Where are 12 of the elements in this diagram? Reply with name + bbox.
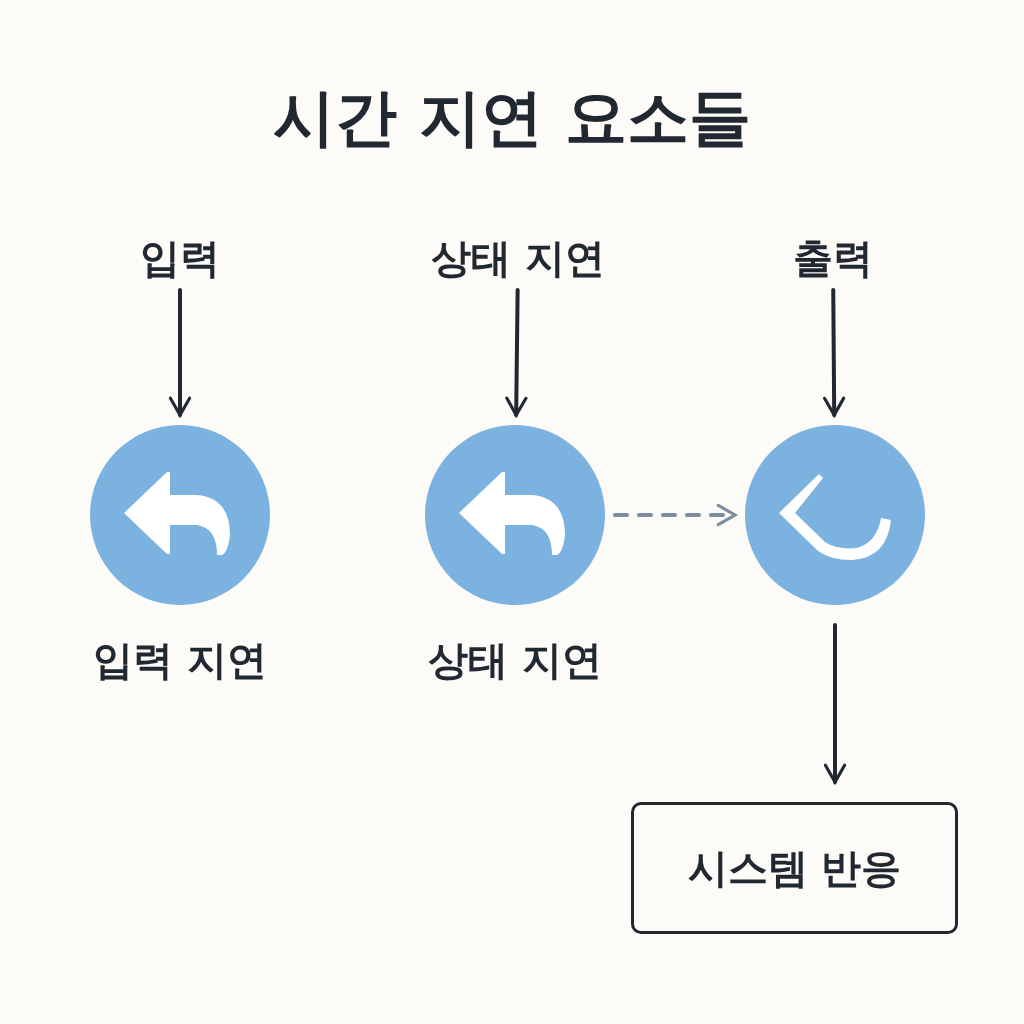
node-label: 상태 지연 bbox=[428, 638, 602, 682]
state-delay-label: 상태 지연 bbox=[431, 236, 605, 280]
response-box: 시스템 반응 bbox=[631, 802, 958, 934]
arrow bbox=[613, 503, 737, 527]
arrow bbox=[168, 288, 192, 417]
title: 시간 지연 요소들 bbox=[273, 83, 751, 153]
node-label: 입력 지연 bbox=[93, 638, 267, 682]
output-label: 출력 bbox=[793, 236, 873, 280]
arrow bbox=[505, 288, 528, 417]
input-label: 입력 bbox=[140, 236, 220, 280]
arrow bbox=[823, 623, 847, 784]
arrow bbox=[822, 288, 846, 417]
